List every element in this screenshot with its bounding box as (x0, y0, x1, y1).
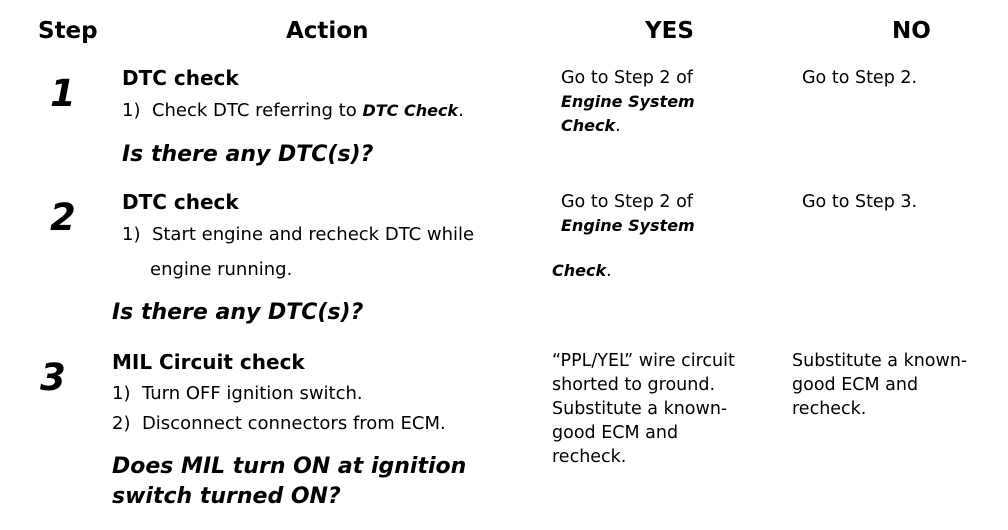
substep-text: Check DTC referring to (151, 100, 363, 121)
step-3-question-line-1: Does MIL turn ON at ignition (112, 454, 467, 479)
yes-line: shorted to ground. (552, 375, 716, 395)
step-3-no: Substitute a known- good ECM and recheck… (792, 349, 967, 421)
no-line: good ECM and (792, 375, 919, 395)
step-number-2: 2 (50, 196, 76, 239)
yes-end: . (615, 116, 621, 136)
header-yes: YES (645, 18, 694, 44)
step-2-substep-1: 1) Start engine and recheck DTC while (122, 224, 474, 245)
step-1-substep-1: 1) Check DTC referring to DTC Check. (122, 100, 464, 121)
no-line: Substitute a known- (792, 351, 968, 371)
yes-line: “PPL/YEL” wire circuit (552, 351, 735, 371)
step-3-yes: “PPL/YEL” wire circuit shorted to ground… (552, 349, 735, 469)
substep-text-end: . (458, 100, 464, 121)
step-3-substep-1: 1) Turn OFF ignition switch. (112, 383, 363, 404)
substep-reference: DTC Check (362, 101, 459, 120)
substep-text: Start engine and recheck DTC while (151, 224, 475, 245)
yes-line: Substitute a known- (552, 399, 728, 419)
yes-reference: Check (552, 261, 607, 280)
step-2-yes: Go to Step 2 of Engine System (561, 190, 695, 238)
no-line: recheck. (792, 399, 867, 419)
step-3-question-line-2: switch turned ON? (112, 484, 341, 509)
substep-number: 1) (122, 100, 141, 121)
yes-reference: Engine System (561, 92, 695, 111)
yes-end: . (606, 261, 612, 281)
yes-reference: Check (561, 116, 616, 135)
substep-number: 1) (122, 224, 141, 245)
step-2-question: Is there any DTC(s)? (112, 300, 364, 325)
substep-number: 1) (112, 383, 131, 404)
step-1-yes: Go to Step 2 of Engine System Check. (561, 66, 695, 138)
step-2-substep-1-continued: engine running. (150, 259, 293, 280)
step-1-no: Go to Step 2. (802, 68, 918, 88)
substep-number: 2) (112, 413, 131, 434)
yes-line: Go to Step 2 of (561, 68, 693, 88)
header-no: NO (892, 18, 931, 44)
step-3-substep-2: 2) Disconnect connectors from ECM. (112, 413, 446, 434)
step-number-3: 3 (40, 356, 66, 399)
step-2-no: Go to Step 3. (802, 192, 918, 212)
yes-line: recheck. (552, 447, 627, 467)
yes-line: Go to Step 2 of (561, 192, 693, 212)
yes-line: good ECM and (552, 423, 679, 443)
yes-reference: Engine System (561, 216, 695, 235)
step-number-1: 1 (50, 72, 76, 115)
step-1-question: Is there any DTC(s)? (122, 142, 374, 167)
step-2-title: DTC check (122, 190, 239, 214)
substep-text: Turn OFF ignition switch. (141, 383, 363, 404)
step-2-yes-continued: Check. (552, 259, 612, 283)
step-1-title: DTC check (122, 66, 239, 90)
step-3-title: MIL Circuit check (112, 350, 305, 374)
header-step: Step (38, 18, 98, 44)
header-action: Action (286, 18, 369, 44)
substep-text: Disconnect connectors from ECM. (141, 413, 446, 434)
